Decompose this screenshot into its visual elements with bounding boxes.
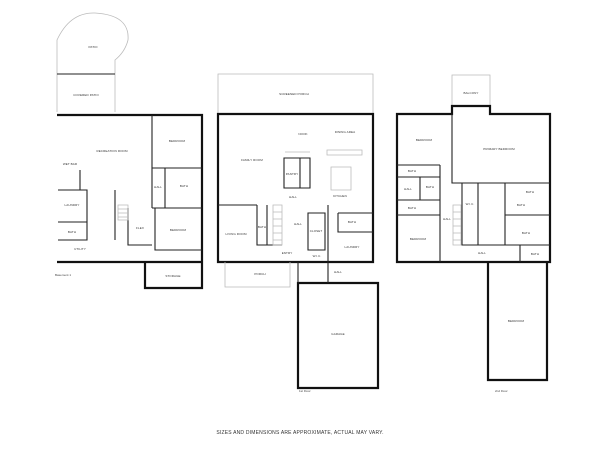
room-label: HALL	[154, 185, 162, 189]
room-label: W.I.C.	[466, 202, 475, 206]
floor-caption: 2nd Floor	[495, 389, 508, 393]
room-label: CLOSET	[310, 229, 323, 233]
room-label: ENTRY	[282, 251, 293, 255]
room-label: LIVING ROOM	[225, 232, 247, 236]
room-label: HALL	[404, 187, 412, 191]
room-label: BEDROOM	[410, 237, 427, 241]
room-label: BATH	[408, 169, 416, 173]
room-label: FAMILY ROOM	[241, 158, 263, 162]
room-label: BATH	[180, 184, 188, 188]
room-label: BEDROOM	[508, 319, 525, 323]
room-label: W.I.C.	[313, 254, 322, 258]
room-label: HALL	[334, 270, 342, 274]
room-label: SCREENED PORCH	[279, 92, 309, 96]
first-floor-plan: SCREENED PORCH NOOK DINING AREA FAMILY R…	[216, 73, 380, 393]
room-label: UTILITY	[74, 247, 86, 251]
room-label: BATH	[517, 203, 525, 207]
basement-stairs	[117, 204, 129, 221]
first-floor-stairs	[272, 204, 283, 246]
first-floor-interior-walls	[218, 157, 373, 283]
basement-walls	[57, 113, 204, 290]
first-floor-walls	[216, 112, 375, 264]
room-label: STORAGE	[165, 274, 180, 278]
room-label: LAUNDRY	[65, 203, 80, 207]
room-label: DINING AREA	[335, 130, 355, 134]
room-label: BATH	[348, 220, 356, 224]
room-label: BALCONY	[463, 91, 478, 95]
room-label: KITCHEN	[333, 194, 347, 198]
room-label: HALL	[289, 195, 297, 199]
balcony-outline	[451, 74, 491, 106]
room-label: RECREATION ROOM	[96, 149, 128, 153]
room-label: WET BAR	[63, 162, 78, 166]
room-label: LAUNDRY	[345, 245, 360, 249]
room-label: FLEX	[136, 226, 144, 230]
second-floor-stairs	[452, 204, 462, 246]
garage-walls	[296, 281, 380, 390]
room-label: HALL	[443, 217, 451, 221]
floor-caption: Basement 1	[55, 273, 71, 277]
room-label: BEDROOM	[416, 138, 433, 142]
room-label: GARAGE	[331, 332, 344, 336]
room-label: BATH	[522, 231, 530, 235]
room-label: BATH	[526, 190, 534, 194]
bonus-room-walls	[486, 262, 549, 382]
disclaimer: SIZES AND DIMENSIONS ARE APPROXIMATE, AC…	[216, 430, 384, 436]
second-floor-interior-walls	[397, 114, 550, 262]
screened-porch-outline	[217, 73, 374, 114]
floor-caption: 1st Floor	[299, 389, 311, 393]
room-label: PATIO	[88, 45, 98, 49]
room-label: BATH	[426, 185, 434, 189]
room-label: BATH	[258, 225, 266, 229]
basement-plan: PATIO COVERED PATIO RECREATION ROOM WET …	[55, 12, 204, 290]
room-label: PANTRY	[286, 172, 299, 176]
patio-outline	[56, 12, 129, 112]
room-label: BATH	[408, 206, 416, 210]
second-floor-walls	[395, 104, 552, 264]
room-label: BATH	[68, 230, 76, 234]
basement-interior-walls	[58, 115, 202, 251]
room-label: BEDROOM	[169, 139, 186, 143]
second-floor-plan: BALCONY BEDROOM PRIMARY BEDROOM BATH HAL…	[395, 74, 552, 393]
room-label: BATH	[531, 252, 539, 256]
room-label: COVERED PATIO	[73, 93, 99, 97]
room-label: PRIMARY BEDROOM	[483, 147, 515, 151]
room-label: NOOK	[298, 132, 307, 136]
room-label: PORCH	[254, 272, 265, 276]
porch-outline	[224, 262, 291, 288]
room-label: HALL	[294, 222, 302, 226]
kitchen-fixtures	[285, 149, 363, 191]
room-label: BEDROOM	[170, 228, 187, 232]
room-label: HALL	[478, 251, 486, 255]
